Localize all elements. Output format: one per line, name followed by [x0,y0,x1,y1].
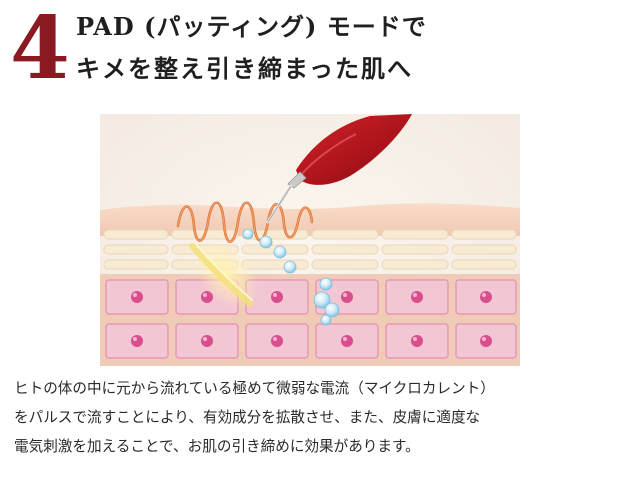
ingredient-bubble-icon [242,228,340,326]
micro-current-glow [189,238,259,310]
stratum-layer [103,229,517,270]
page-heading: PAD (パッティング) モードで キメを整え引き締まった肌へ [76,10,636,86]
heading-line-1: PAD (パッティング) モードで [76,12,427,41]
skin-cells-icon [105,279,517,359]
description-text: ヒトの体の中に元から流れている極めて微弱な電流（マイクロカレント） をパルスで流… [14,374,630,461]
heading-line-2: キメを整え引き締まった肌へ [76,54,414,83]
skin-surface [100,203,520,236]
skin-illustration [100,114,520,366]
description-line-2: をパルスで流すことにより、有効成分を拡散させ、また、皮膚に適度な [14,409,481,426]
step-number: 4 [10,0,70,99]
current-wave-icon [176,201,314,244]
description-line-1: ヒトの体の中に元から流れている極めて微弱な電流（マイクロカレント） [14,380,495,397]
device-tip-icon [266,114,412,224]
description-line-3: 電気刺激を加えることで、お肌の引き締めに効果があります。 [14,438,420,455]
